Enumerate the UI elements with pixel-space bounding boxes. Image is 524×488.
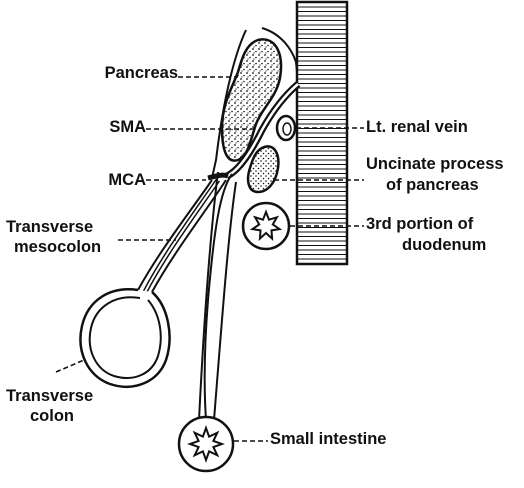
small-intestine-cross-section: [179, 417, 233, 471]
small-bowel-mesentery: [199, 172, 236, 420]
mca-label: MCA: [90, 171, 146, 190]
uncinate-label-line1: Uncinate process: [366, 155, 504, 174]
sma-label: SMA: [90, 118, 146, 137]
transverse-mesocolon-label-line2: mesocolon: [14, 238, 101, 257]
duodenum-label-line1: 3rd portion of: [366, 215, 473, 234]
renal-vein: [277, 116, 295, 140]
transverse-colon-loop: [80, 289, 169, 386]
transverse-colon-leader: [56, 360, 84, 372]
pancreas-label: Pancreas: [82, 64, 178, 83]
aorta: [297, 2, 347, 264]
renal-vein-label: Lt. renal vein: [366, 118, 468, 137]
duodenum-cross-section: [243, 203, 289, 249]
transverse-colon-label-line2: colon: [30, 407, 74, 426]
transverse-mesocolon-band: [138, 180, 226, 292]
uncinate-label-line2: of pancreas: [386, 176, 479, 195]
small-intestine-label: Small intestine: [270, 430, 386, 449]
transverse-colon-label-line1: Transverse: [6, 387, 93, 406]
duodenum-label-line2: duodenum: [402, 236, 486, 255]
mca-vessel: [208, 175, 228, 178]
transverse-mesocolon-label-line1: Transverse: [6, 218, 93, 237]
